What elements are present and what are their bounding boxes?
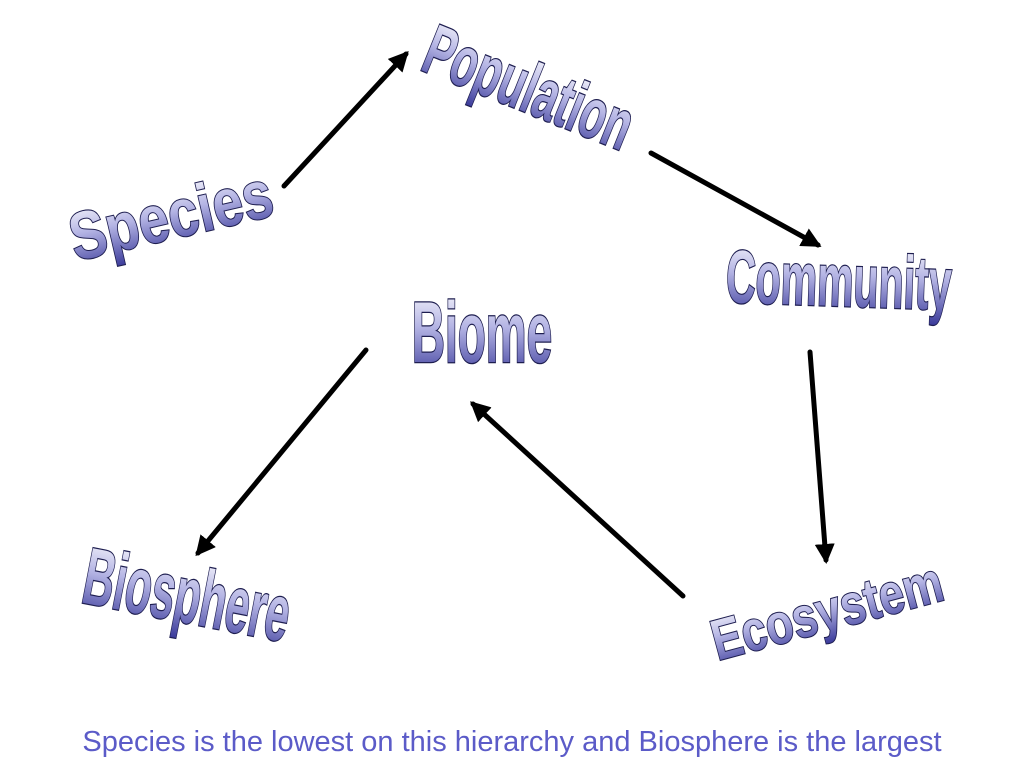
arrow-biome-to-biosphere xyxy=(195,347,369,557)
node-biome: Biome xyxy=(412,283,552,380)
arrow-species-to-population xyxy=(281,51,409,189)
node-species: Species xyxy=(62,156,280,276)
node-community: Community xyxy=(725,234,954,326)
caption: Species is the lowest on this hierarchy … xyxy=(82,726,942,758)
arrow-ecosystem-to-biome xyxy=(470,401,686,599)
arrow-population-to-community xyxy=(648,150,822,248)
arrow-community-to-ecosystem xyxy=(807,349,835,564)
node-ecosystem: Ecosystem xyxy=(704,549,950,673)
node-population: Population xyxy=(413,10,645,165)
node-biosphere: Biosphere xyxy=(76,531,298,659)
